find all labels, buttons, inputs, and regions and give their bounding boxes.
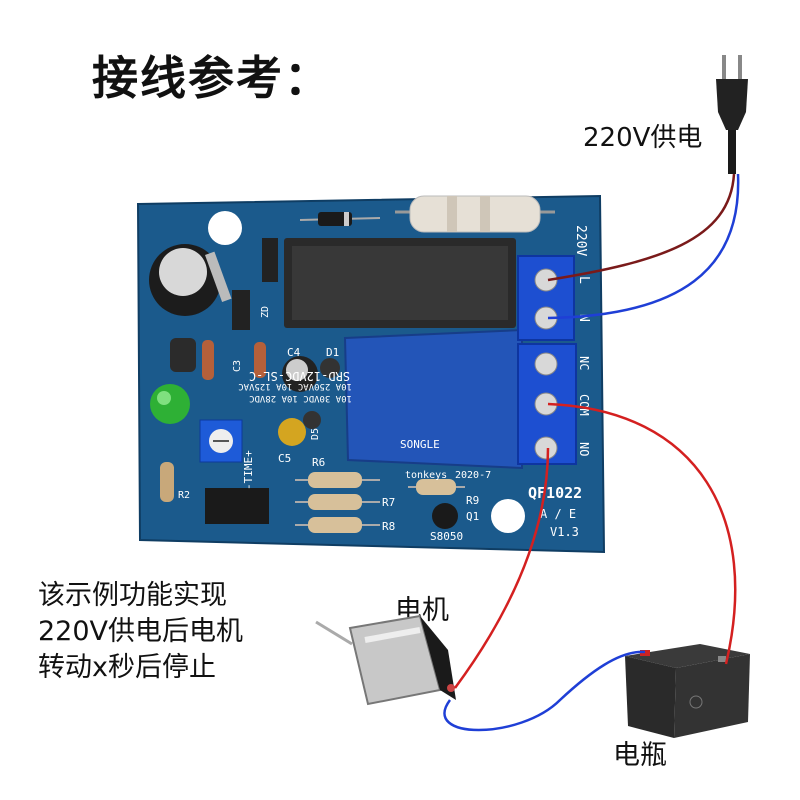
voltage-mark: 220V [573, 225, 588, 256]
diode [299, 212, 381, 226]
component-label: C5 [278, 452, 291, 465]
songle-relay: SRD-12VDC-SL-C 10A 250VAC 10A 125VAC 10A… [238, 328, 523, 470]
ic-chip [205, 488, 269, 524]
terminal-label-com: COM [577, 394, 591, 416]
capacitor-d1 [320, 358, 340, 378]
board-revision: V1.3 [550, 525, 579, 539]
resistor [254, 342, 266, 378]
terminal-block-output [517, 343, 577, 465]
diode-d1 [232, 290, 250, 330]
transistor [170, 338, 196, 372]
battery-label: 电瓶 [613, 740, 667, 771]
time-potentiometer [199, 419, 243, 463]
component-label: D1 [326, 346, 339, 359]
page-title: 接线参考： [92, 51, 332, 105]
board-model: QF1022 [528, 484, 582, 502]
relay-brand-text: SONGLE [400, 438, 440, 451]
neutral-wire [547, 173, 740, 320]
component-label: C3 [232, 360, 243, 372]
power-plug [716, 55, 748, 174]
time-label: -TIME+ [242, 450, 255, 490]
relay-rating-line: 10A 30VDC 10A 28VDC [249, 393, 352, 403]
component-label: R7 [382, 496, 395, 509]
battery [625, 644, 750, 738]
live-wire [547, 173, 736, 282]
component-label: D5 [310, 428, 321, 440]
terminal-block-power [517, 255, 575, 341]
resistor-r7 [295, 494, 380, 510]
power-resistor [395, 195, 555, 233]
led [150, 384, 190, 424]
motor-negative-wire [443, 650, 646, 732]
component-label: R6 [312, 456, 325, 469]
description-line: 该示例功能实现 [38, 580, 227, 611]
terminal-label-l: L [576, 276, 591, 284]
relay-model-text: SRD-12VDC-SL-C [249, 369, 350, 383]
zener-diode [262, 238, 278, 282]
diode-d5 [303, 411, 321, 429]
relay-board: SRD-12VDC-SL-C 10A 250VAC 10A 125VAC 10A… [136, 194, 606, 554]
motor-positive-wire [453, 447, 550, 689]
capacitor-c5 [278, 418, 306, 446]
battery-positive-wire [547, 402, 737, 665]
component-label: R2 [178, 490, 190, 501]
transistor-label: S8050 [430, 530, 463, 543]
component-label: ZD [260, 306, 271, 318]
function-description: 该示例功能实现 220V供电后电机 转动x秒后停止 [38, 578, 243, 686]
resistor [160, 462, 174, 502]
terminal-label-nc: NC [577, 356, 591, 370]
wires [443, 173, 740, 732]
description-line: 转动x秒后停止 [38, 652, 216, 683]
component-label: C4 [287, 346, 301, 359]
relay-rating-line: 10A 250VAC 10A 125VAC [238, 381, 352, 391]
component-label: R9 [466, 494, 479, 507]
resistor-r9 [408, 479, 465, 495]
resistor-r6 [295, 472, 380, 488]
terminal-label-n: N [576, 314, 591, 322]
description-line: 220V供电后电机 [38, 616, 244, 647]
board-brand: tonkeys [405, 470, 447, 481]
electrolytic-capacitor [149, 244, 232, 316]
board-date: 2020-7 [455, 470, 491, 481]
mount-hole [208, 211, 242, 245]
component-label: R8 [382, 520, 395, 533]
board-ae-mark: A / E [540, 507, 576, 521]
resistor [202, 340, 214, 380]
transistor-s8050 [432, 503, 458, 529]
resistor-r8 [295, 517, 380, 533]
dc-motor [315, 614, 456, 706]
power-supply-label: 220V供电 [583, 123, 703, 153]
terminal-label-no: NO [577, 442, 591, 456]
mount-hole [491, 499, 525, 533]
component-label: Q1 [466, 510, 479, 523]
